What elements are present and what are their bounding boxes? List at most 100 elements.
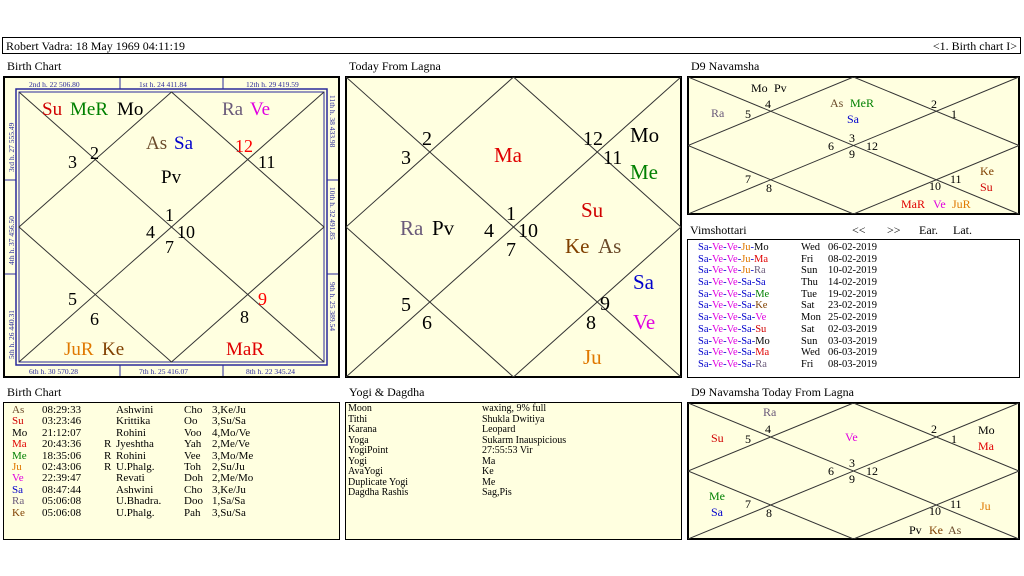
yogi-dagdha-title: Yogi & Dagdha bbox=[345, 384, 681, 401]
dasha-sequence: Sa-Ve-Ve-Sa-Su bbox=[698, 323, 767, 335]
planet-mo: Mo bbox=[978, 423, 995, 437]
sign-4: 4 bbox=[765, 97, 771, 111]
dasha-planet: Sa bbox=[698, 323, 709, 335]
dasha-planet: Ve bbox=[726, 288, 738, 300]
lat-button[interactable]: Lat. bbox=[953, 223, 972, 237]
planet-me: Me bbox=[709, 489, 725, 503]
planet-pl: Ju bbox=[12, 460, 22, 473]
birth-chart-title: Birth Chart bbox=[3, 58, 339, 75]
sign-10: 10 bbox=[518, 220, 538, 242]
dasha-planet: Sa bbox=[698, 265, 709, 277]
ear-button[interactable]: Ear. bbox=[919, 223, 938, 237]
planet-as: As bbox=[598, 234, 621, 258]
sign-9: 9 bbox=[258, 289, 267, 309]
chart-nav-button[interactable]: <1. Birth chart I> bbox=[932, 39, 1017, 53]
dasha-planet: Sa bbox=[741, 288, 752, 300]
dasha-sequence: Sa-Ve-Ve-Ju-Mo bbox=[698, 242, 769, 253]
dasha-planet: Sa bbox=[741, 277, 752, 289]
sign-2: 2 bbox=[422, 128, 432, 150]
dasha-planet: Ve bbox=[712, 312, 724, 324]
dasha-date: 23-02-2019 bbox=[828, 300, 877, 312]
planet-nak: U.Phalg. bbox=[116, 506, 155, 519]
dasha-sequence: Sa-Ve-Ve-Ju-Ma bbox=[698, 253, 769, 265]
dasha-planet: Ve bbox=[726, 300, 738, 312]
dasha-date: 19-02-2019 bbox=[828, 288, 877, 300]
dasha-sequence: Sa-Ve-Ve-Sa-Ma bbox=[698, 347, 770, 359]
yogi-key: Moon bbox=[348, 403, 372, 414]
sign-8: 8 bbox=[766, 506, 772, 520]
planet-syl: Cho bbox=[184, 483, 203, 496]
today-from-lagna-chart[interactable]: 2 3 12 11 1 4 10 7 5 6 9 8 Ma Mo Me Su K… bbox=[345, 76, 682, 378]
planet-pl: Ra bbox=[12, 495, 25, 508]
planet-pada: 3,Su/Sa bbox=[212, 415, 246, 428]
next-button[interactable]: >> bbox=[887, 223, 901, 237]
planet-mo: Mo bbox=[117, 99, 143, 120]
dasha-planet: Ve bbox=[712, 242, 724, 253]
planet-mar: MaR bbox=[901, 197, 925, 211]
house-2-label: 2nd h. 22 506.80 bbox=[29, 80, 80, 89]
planet-time: 08:47:44 bbox=[42, 483, 82, 496]
planet-me: Me bbox=[630, 160, 658, 184]
d9-navamsha-chart[interactable]: 4 5 2 1 3 6 12 9 7 8 10 11 Mo Pv Ra As M… bbox=[687, 76, 1020, 215]
planet-pl: Ke bbox=[12, 506, 25, 519]
sign-1: 1 bbox=[951, 432, 957, 446]
planet-ma: Ma bbox=[978, 439, 995, 453]
dasha-date: 08-02-2019 bbox=[828, 253, 877, 265]
birth-chart[interactable]: 2nd h. 22 506.80 1st h. 24 411.84 12th h… bbox=[3, 76, 340, 378]
planet-as: As bbox=[146, 133, 167, 154]
sign-7: 7 bbox=[745, 172, 751, 186]
dasha-planet: Sa bbox=[698, 300, 709, 312]
planet-pada: 2,Me/Ve bbox=[212, 438, 250, 451]
planet-ve: Ve bbox=[633, 310, 655, 334]
house-12-label: 12th h. 29 419.59 bbox=[246, 80, 299, 89]
planet-as: As bbox=[830, 96, 844, 110]
planet-time: 22:39:47 bbox=[42, 472, 82, 485]
planet-pv: Pv bbox=[774, 81, 787, 95]
dasha-planet: Sa bbox=[741, 312, 752, 324]
planet-pv: Pv bbox=[909, 523, 922, 537]
dasha-planet: Ju bbox=[741, 242, 751, 253]
yogi-value: Ma bbox=[482, 455, 496, 467]
dasha-day: Sat bbox=[801, 323, 815, 335]
planet-time: 18:35:06 bbox=[42, 449, 82, 462]
dasha-planet: Ve bbox=[726, 358, 738, 370]
birth-table-title: Birth Chart bbox=[3, 384, 339, 401]
sign-1: 1 bbox=[951, 107, 957, 121]
dasha-sequence: Sa-Ve-Ve-Sa-Ke bbox=[698, 300, 768, 312]
sign-10: 10 bbox=[177, 222, 195, 242]
yogi-key: Yogi bbox=[348, 455, 367, 467]
planet-pl: Su bbox=[12, 415, 24, 428]
planet-ju: Ju bbox=[583, 345, 602, 369]
sign-12: 12 bbox=[235, 136, 253, 156]
sign-10: 10 bbox=[929, 179, 941, 193]
dasha-day: Sun bbox=[801, 335, 818, 347]
top-bar: Robert Vadra: 18 May 1969 04:11:19 <1. B… bbox=[2, 37, 1021, 54]
d9-today-chart[interactable]: 4 5 2 1 3 6 12 9 7 8 10 11 Ra Su Ve Mo M… bbox=[687, 402, 1020, 540]
dasha-row[interactable]: Sa-Ve-Ve-Ju-Ma Fri 08-02-2019 bbox=[688, 254, 1019, 266]
sign-11: 11 bbox=[950, 497, 962, 511]
house-3-label: 3rd h. 27 555.49 bbox=[7, 122, 16, 172]
dasha-day: Fri bbox=[801, 253, 814, 265]
prev-button[interactable]: << bbox=[852, 223, 866, 237]
dasha-date: 14-02-2019 bbox=[828, 277, 877, 289]
planet-sa: Sa bbox=[847, 112, 860, 126]
